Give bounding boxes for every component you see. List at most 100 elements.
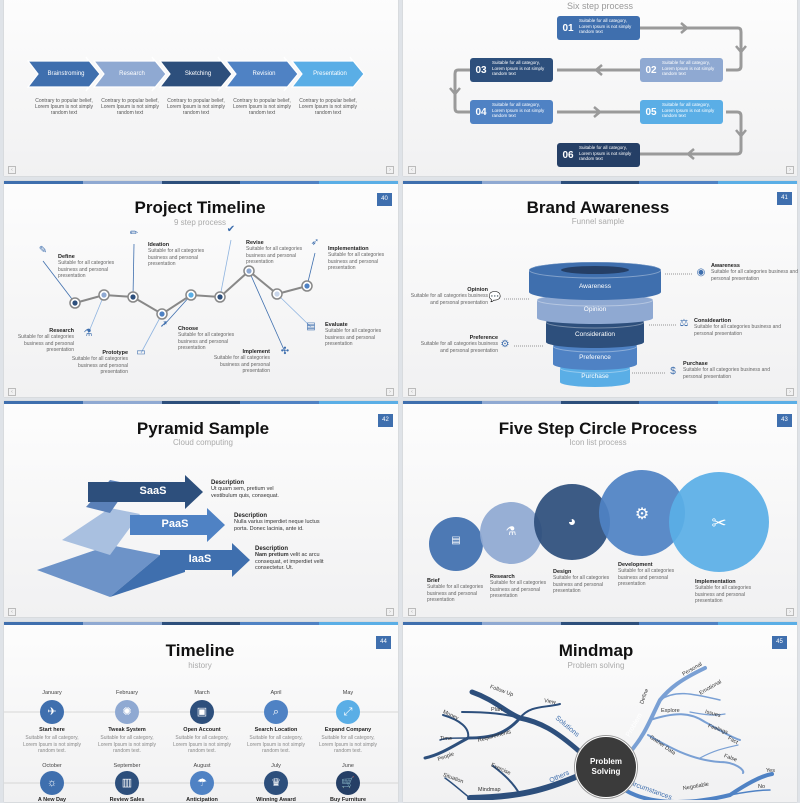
tools-icon: ✂ (711, 513, 727, 533)
description-text: Ut quam sem, pretium vel vestibulum quis… (211, 486, 301, 499)
stripe-segment (319, 622, 398, 625)
next-slide-button[interactable]: › (386, 166, 394, 174)
certificate-icon: ▤ (306, 321, 316, 332)
process-arrow-label: Revision (252, 71, 276, 77)
slide-process-arrows (4, 0, 398, 176)
milestone-month: June (342, 763, 354, 769)
sun-icon: ☼ (46, 777, 58, 789)
stripe-segment (4, 401, 83, 404)
prev-slide-button[interactable]: ‹ (8, 388, 16, 396)
stripe-segment (4, 181, 83, 184)
slide-top-stripe (403, 401, 797, 404)
slide-top-stripe (403, 181, 797, 184)
flask-icon: ⚗ (505, 524, 517, 538)
rocket-icon: ➶ (310, 237, 320, 248)
page-number-badge: 40 (377, 193, 392, 206)
safe-icon: ▣ (196, 706, 208, 718)
milestone-label: Start here (39, 727, 65, 733)
process-arrow-caption: Contrary to popular belief, Lorem Ipsum … (232, 98, 292, 116)
description-heading: Description (211, 480, 245, 486)
gear-icon: ✺ (122, 706, 132, 718)
stripe-segment (403, 181, 482, 184)
description-body: Nulla varius imperdiet neque luctus port… (234, 519, 320, 532)
page-subtitle: Funnel sample (571, 217, 625, 226)
step-desc: Suitable for all categories business and… (490, 580, 547, 599)
step-desc: Suitable for all categories business and… (618, 568, 675, 587)
palette-icon: ◕ (567, 513, 577, 529)
pencil-icon: ✏ (129, 228, 139, 239)
step-desc: Suitable for all categories business and… (178, 332, 235, 351)
page-number-badge: 42 (378, 414, 393, 427)
note-label: Purchase (683, 361, 708, 367)
step-label: Brief (427, 578, 440, 584)
next-slide-button[interactable]: › (386, 388, 394, 396)
milestone-label: Buy Furniture (329, 797, 367, 803)
next-slide-button[interactable]: › (386, 608, 394, 616)
clipboard-check-icon: ✔ (226, 224, 236, 235)
stripe-segment (240, 181, 320, 184)
process-arrow-caption: Contrary to popular belief, Lorem Ipsum … (100, 98, 160, 116)
description-body: velit ac arcu consequat, et imperdiet ve… (255, 552, 324, 571)
step-label: Implementation (328, 246, 369, 252)
description-text: Nulla varius imperdiet neque luctus port… (234, 519, 324, 532)
page-subtitle: history (188, 661, 212, 670)
milestone-desc: Suitable for all category, Lorem Ipsum i… (246, 735, 306, 754)
eye-icon: ◉ (696, 267, 706, 278)
funnel-layer-label: Opinion (583, 306, 607, 313)
airplane-icon: ✈ (47, 706, 57, 718)
milestone-month: September (113, 763, 141, 769)
page-number-badge: 41 (777, 192, 792, 205)
clipboard-icon: ▤ (451, 535, 461, 546)
prev-slide-button[interactable]: ‹ (8, 166, 16, 174)
milestone-desc: Suitable for all category, Lorem Ipsum i… (318, 735, 378, 754)
prev-slide-button[interactable]: ‹ (408, 608, 416, 616)
next-slide-button[interactable]: › (786, 166, 794, 174)
pyramid-tier-label: IaaS (188, 553, 212, 565)
prev-slide-button[interactable]: ‹ (408, 166, 416, 174)
step-desc: Suitable for all categories business and… (246, 246, 303, 265)
next-slide-button[interactable]: › (786, 608, 794, 616)
milestone-month: February (115, 690, 138, 696)
description-body: Ut quam sem, pretium vel vestibulum quis… (211, 486, 279, 499)
stripe-segment (403, 622, 482, 625)
stripe-segment (240, 622, 320, 625)
step-text: Suitable for all category, Lorem Ipsum i… (492, 102, 545, 118)
scales-icon: ⚖ (679, 318, 689, 329)
puzzle-icon: ✣ (280, 346, 290, 357)
next-slide-button[interactable]: › (786, 388, 794, 396)
gears-icon: ⚙ (500, 339, 510, 350)
step-label: Development (618, 562, 653, 568)
search-icon: ⌕ (272, 706, 280, 718)
cart-icon: 🛒 (341, 777, 355, 789)
step-number: 04 (475, 106, 487, 118)
stripe-segment (161, 181, 241, 184)
slide-top-stripe (4, 181, 398, 184)
prev-slide-button[interactable]: ‹ (8, 608, 16, 616)
step-label: Ideation (148, 242, 170, 248)
stripe-segment (560, 622, 640, 625)
stripe-segment (161, 622, 241, 625)
milestone-label: Search Location (254, 727, 298, 733)
step-label: Choose (178, 326, 199, 332)
chat-icon: 💬 (488, 292, 502, 303)
step-text: Suitable for all category, Lorem Ipsum i… (579, 18, 632, 34)
funnel-layer-label: Awareness (578, 283, 612, 290)
step-label: Evaluate (325, 322, 348, 328)
pyramid-tier-label: SaaS (139, 485, 167, 497)
step-label: Prototype (102, 350, 128, 356)
six-step-box: 04 Suitable for all category, Lorem Ipsum… (470, 100, 553, 124)
process-arrow-caption: Contrary to popular belief, Lorem Ipsum … (298, 98, 358, 116)
note-desc: Suitable for all categories business and… (694, 324, 781, 337)
prev-slide-button[interactable]: ‹ (408, 388, 416, 396)
